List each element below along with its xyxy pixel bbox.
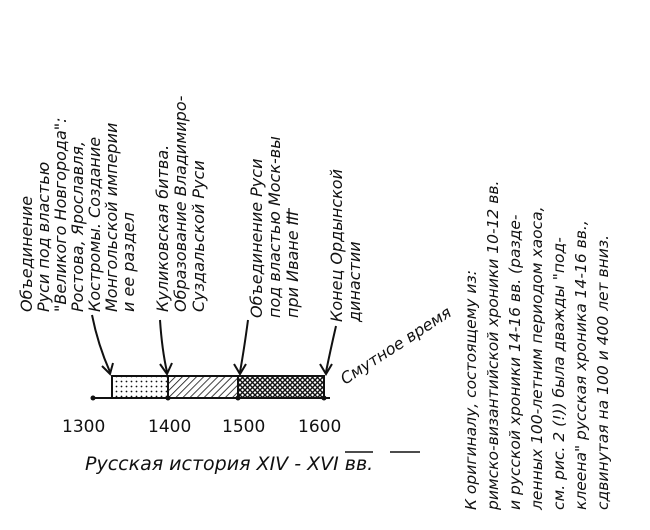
event-1-line-3: "Великого Новгорода": xyxy=(51,117,70,312)
event-1-line-1: Объединение xyxy=(17,196,36,312)
tick-label-1600: 1600 xyxy=(298,417,341,437)
event-2-line-1: Куликовская битва. xyxy=(153,145,172,312)
arrow-event-1 xyxy=(91,314,114,376)
event-label-4: Конец Ордынской династии xyxy=(327,169,364,323)
event-3-line-1: Объединение Руси xyxy=(247,159,266,318)
event-1-line-4: Ростова, Ярославля, xyxy=(68,141,87,312)
arrow-event-4 xyxy=(319,325,337,376)
diagram-caption: Русская история XIV - XVI вв. xyxy=(85,453,373,475)
tick-dot-1500 xyxy=(235,395,241,401)
note-line-5: см. рис. 2 (!)) была дважды "под- xyxy=(550,237,568,510)
event-1-line-7: и ее раздел xyxy=(119,212,138,312)
event-4-line-2: династии xyxy=(345,241,364,323)
note-line-2: римско-византийской хроники 10-12 вв. xyxy=(484,181,502,511)
event-label-2: Куликовская битва. Образование Владимиро… xyxy=(153,95,208,312)
event-2-line-2: Образование Владимиро- xyxy=(171,95,190,312)
note-line-6: клеена" русская хроника 14-16 вв., xyxy=(572,220,590,510)
bar-segment-dotted xyxy=(111,375,169,399)
note-line-4: ленных 100-летним периодом хаоса, xyxy=(528,206,546,511)
event-2-line-3: Суздальской Руси xyxy=(189,160,208,312)
arrow-event-3 xyxy=(233,319,249,376)
note-line-1: К оригиналу, состоящему из: xyxy=(462,270,480,510)
tick-dot-1400 xyxy=(165,395,171,401)
tick-label-1400: 1400 xyxy=(148,417,191,437)
tick-label-1500: 1500 xyxy=(222,417,265,437)
tick-dot-1600 xyxy=(321,395,327,401)
event-3-line-3: при Иване III xyxy=(283,211,302,318)
bar-segment-hatched xyxy=(167,375,239,399)
arrow-event-2 xyxy=(159,319,173,377)
event-1-line-2: Руси под властью xyxy=(34,162,53,312)
event-label-1: Объединение Руси под властью "Великого Н… xyxy=(17,117,138,312)
tick-dot-1300 xyxy=(90,395,96,401)
note-line-3: и русской хроники 14-16 вв. (разде- xyxy=(506,214,524,510)
note-block: К оригиналу, состоящему из: римско-визан… xyxy=(462,181,612,511)
bar-segment-crosshatched xyxy=(237,375,325,399)
event-label-3: Объединение Руси под властью Моск-вы при… xyxy=(247,136,302,318)
tick-label-1300: 1300 xyxy=(62,417,105,437)
note-line-7: сдвинутая на 100 и 400 лет вниз. xyxy=(594,235,612,510)
event-4-line-1: Конец Ордынской xyxy=(327,169,346,322)
event-1-line-5: Костромы. Создание xyxy=(85,137,104,312)
event-1-line-6: Монгольской империи xyxy=(102,123,121,312)
event-3-line-2: под властью Моск-вы xyxy=(265,136,284,318)
